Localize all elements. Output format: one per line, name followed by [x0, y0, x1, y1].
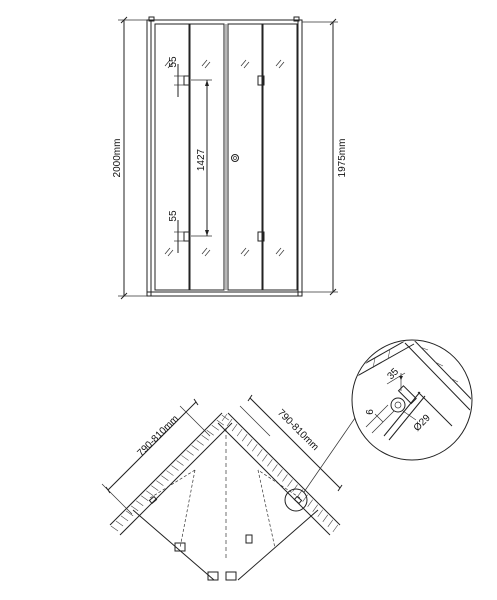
wall-hatch-line: [206, 429, 214, 436]
wall-hatch-line: [267, 459, 273, 467]
top-offset-label: 55: [168, 56, 179, 68]
hinge-spacing-label: 1427: [196, 148, 207, 171]
handle-knob: [231, 154, 239, 162]
fittings: [148, 495, 303, 581]
detail-callout-marker: [284, 488, 308, 512]
detail-diameter-label: Ø29: [412, 412, 433, 433]
wall-hatch-line: [151, 485, 159, 491]
door-height-label: 1975mm: [337, 139, 348, 178]
wall-hatch-line: [231, 423, 238, 432]
wall-hatch-line: [156, 480, 164, 486]
wall-hatch-line: [120, 515, 129, 522]
wall-hatch-line: [146, 490, 154, 496]
wall-hatch-line: [221, 414, 230, 421]
wall-hatch-line: [161, 475, 169, 481]
wall-hatch-line: [221, 413, 228, 422]
detail-dim-6-label: 6: [365, 409, 376, 415]
wall-hatch-line: [196, 440, 204, 446]
hinge-profile: [390, 397, 406, 413]
bottom-offset-dimension: [174, 220, 190, 253]
left-width-label: 790-810mm: [135, 413, 181, 459]
wall-hatch-line: [246, 439, 253, 447]
wall-hatch-line: [277, 469, 283, 477]
wall-hatch-line: [307, 499, 313, 507]
door-panel-3: [227, 23, 263, 291]
bottom-offset-label: 55: [168, 210, 179, 222]
detail-dim-35: [386, 372, 406, 391]
wall-hatch-line: [141, 495, 149, 502]
left-width-dimension: [101, 398, 211, 515]
detail-circle: [351, 339, 473, 461]
wall-hatch-line: [186, 450, 194, 456]
door-frame-outline: [146, 19, 303, 297]
right-width-dimension: [239, 394, 343, 492]
wall-hatch-line: [130, 505, 139, 512]
wall-hatch-line: [110, 525, 119, 532]
wall-hatch-line: [171, 465, 179, 471]
wall-hatch-line: [226, 418, 233, 427]
right-wall: [217, 412, 341, 536]
wall-hatch-line: [216, 419, 225, 426]
wall-hatch-line: [262, 454, 268, 462]
door-leaves: [132, 469, 319, 581]
wall-hatch-line: [332, 524, 339, 533]
wall-hatch-line: [272, 464, 278, 472]
hinge-spacing-dimension: [191, 79, 212, 237]
wall-hatch-line: [211, 424, 219, 431]
wall-hatch-line: [166, 470, 174, 476]
wall-hatch-line: [327, 519, 334, 528]
wall-hatch-line: [136, 500, 144, 507]
wall-hatch-line: [302, 494, 308, 502]
detail-dim-6: [365, 404, 395, 434]
front-view: 1427 55 55 2000mm: [112, 16, 348, 300]
wall-hatch-line: [282, 474, 288, 482]
left-wall: [109, 412, 233, 536]
wall-hatch-line: [236, 428, 243, 437]
door-panel-2: [189, 23, 225, 291]
glass-reflections: [164, 59, 285, 257]
wall-hatch-line: [322, 514, 329, 522]
wall-hatch-line: [312, 504, 318, 512]
hinge-bottom-right: [257, 231, 265, 242]
detail-view: 35 6 Ø29: [351, 339, 473, 461]
wall-hatch-line: [317, 509, 324, 517]
wall-hatch-line: [257, 449, 263, 457]
wall-hatch-line: [191, 445, 199, 451]
wall-hatch-line: [115, 520, 124, 527]
wall-hatch-line: [287, 479, 293, 487]
total-height-label: 2000mm: [112, 139, 123, 178]
door-panel-1: [154, 23, 190, 291]
top-offset-dimension: [174, 64, 190, 97]
wall-hatch-line: [292, 484, 298, 492]
wall-hatch-line: [181, 455, 189, 461]
wall-hatch-line: [176, 460, 184, 466]
wall-hatch-line: [201, 435, 209, 441]
wall-hatch-line: [241, 433, 248, 442]
door-panel-4: [262, 23, 298, 291]
door-height-dimension: [302, 18, 338, 296]
plan-view: 790-810mm 790-810mm: [101, 394, 356, 581]
detail-dim-35-label: 35: [385, 366, 401, 382]
hinge-top-right: [257, 75, 265, 86]
wall-hatch-line: [251, 444, 258, 452]
total-height-dimension: [118, 16, 147, 300]
wall-hatch-line: [125, 510, 134, 517]
